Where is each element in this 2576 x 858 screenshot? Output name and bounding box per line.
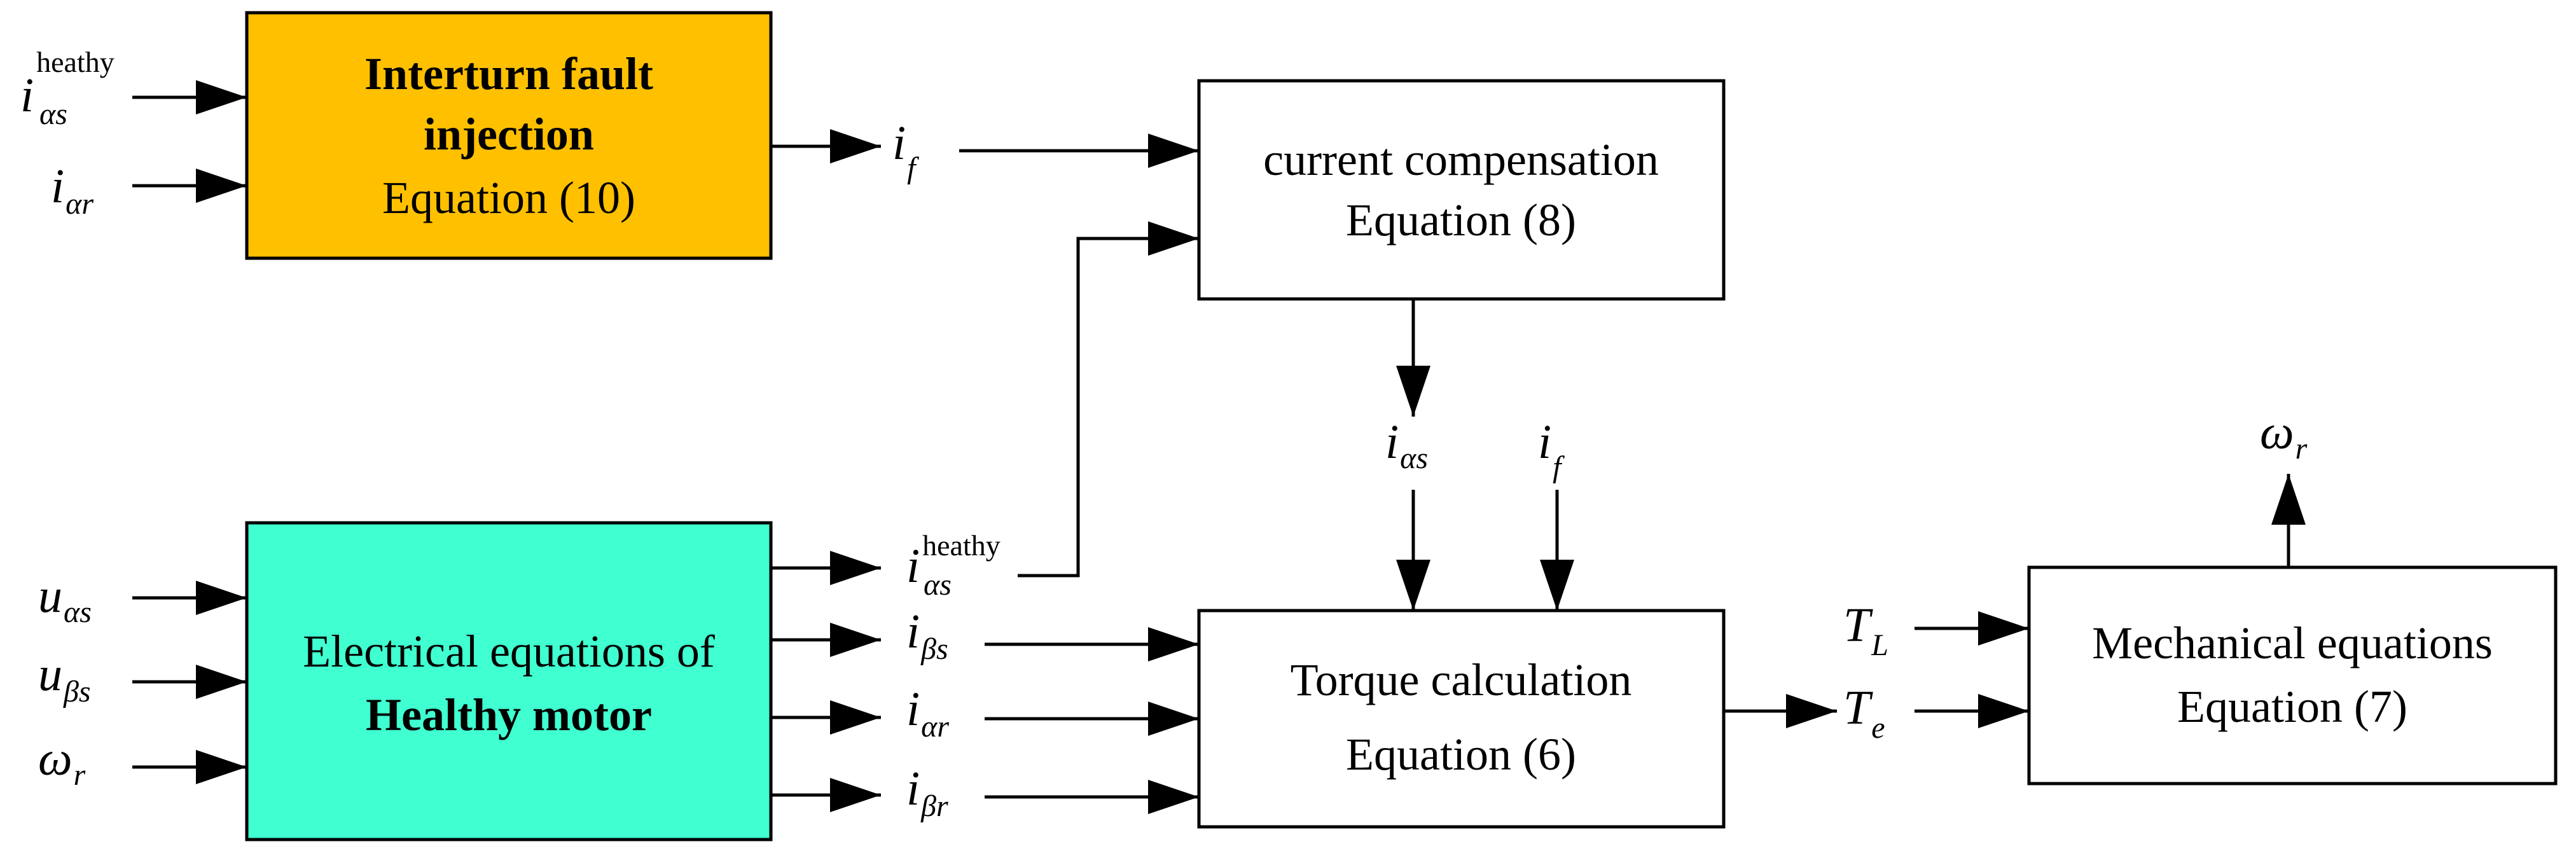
signal-uas: uαs: [38, 569, 92, 629]
signal-if-to-torque: if: [1538, 415, 1565, 484]
signal-tl: TL: [1843, 599, 1888, 662]
signal-te: Te: [1843, 681, 1885, 745]
current-compensation-block: current compensation Equation (8): [1197, 79, 1726, 301]
healthy-motor-block: Electrical equations of Healthy motor: [245, 521, 773, 841]
fault-injection-equation: Equation (10): [382, 172, 635, 223]
mechanical-equations-block: Mechanical equations Equation (7): [2027, 565, 2558, 785]
mechanical-equations-title: Mechanical equations: [2092, 618, 2493, 668]
fault-injection-title-line1: Interturn fault: [364, 48, 653, 99]
current-compensation-equation: Equation (8): [1346, 195, 1576, 246]
fault-injection-box: [245, 11, 773, 260]
healthy-motor-title-line1: Electrical equations of: [303, 626, 715, 677]
signal-ibr: iβr: [906, 762, 948, 823]
signal-iar-motor: iαr: [906, 682, 949, 744]
signal-omega-input: ωr: [38, 732, 86, 792]
signal-iar-top: iαr: [51, 160, 93, 221]
signal-if-fault-output: if: [892, 116, 919, 185]
arrow-ias-healthy-to-compensation: [1018, 221, 1199, 578]
torque-calculation-box: [1197, 609, 1726, 829]
torque-calculation-block: Torque calculation Equation (6): [1197, 609, 1726, 829]
healthy-motor-box: [245, 521, 773, 841]
current-compensation-title: current compensation: [1263, 134, 1659, 185]
fault-injection-title-line2: injection: [424, 109, 594, 160]
torque-calculation-equation: Equation (6): [1346, 729, 1576, 780]
signal-ubs: uβs: [38, 647, 91, 709]
mechanical-equations-box: [2027, 565, 2558, 785]
healthy-motor-title-line2: Healthy motor: [366, 689, 652, 740]
torque-calculation-title: Torque calculation: [1291, 654, 1632, 705]
signal-ias-compensated: iαs: [1385, 415, 1428, 475]
current-compensation-box: [1197, 79, 1726, 301]
fault-injection-block: Interturn fault injection Equation (10): [245, 11, 773, 260]
signal-ibs: iβs: [906, 605, 948, 666]
mechanical-equations-equation: Equation (7): [2177, 681, 2407, 732]
signal-omega-output: ωr: [2260, 406, 2308, 466]
